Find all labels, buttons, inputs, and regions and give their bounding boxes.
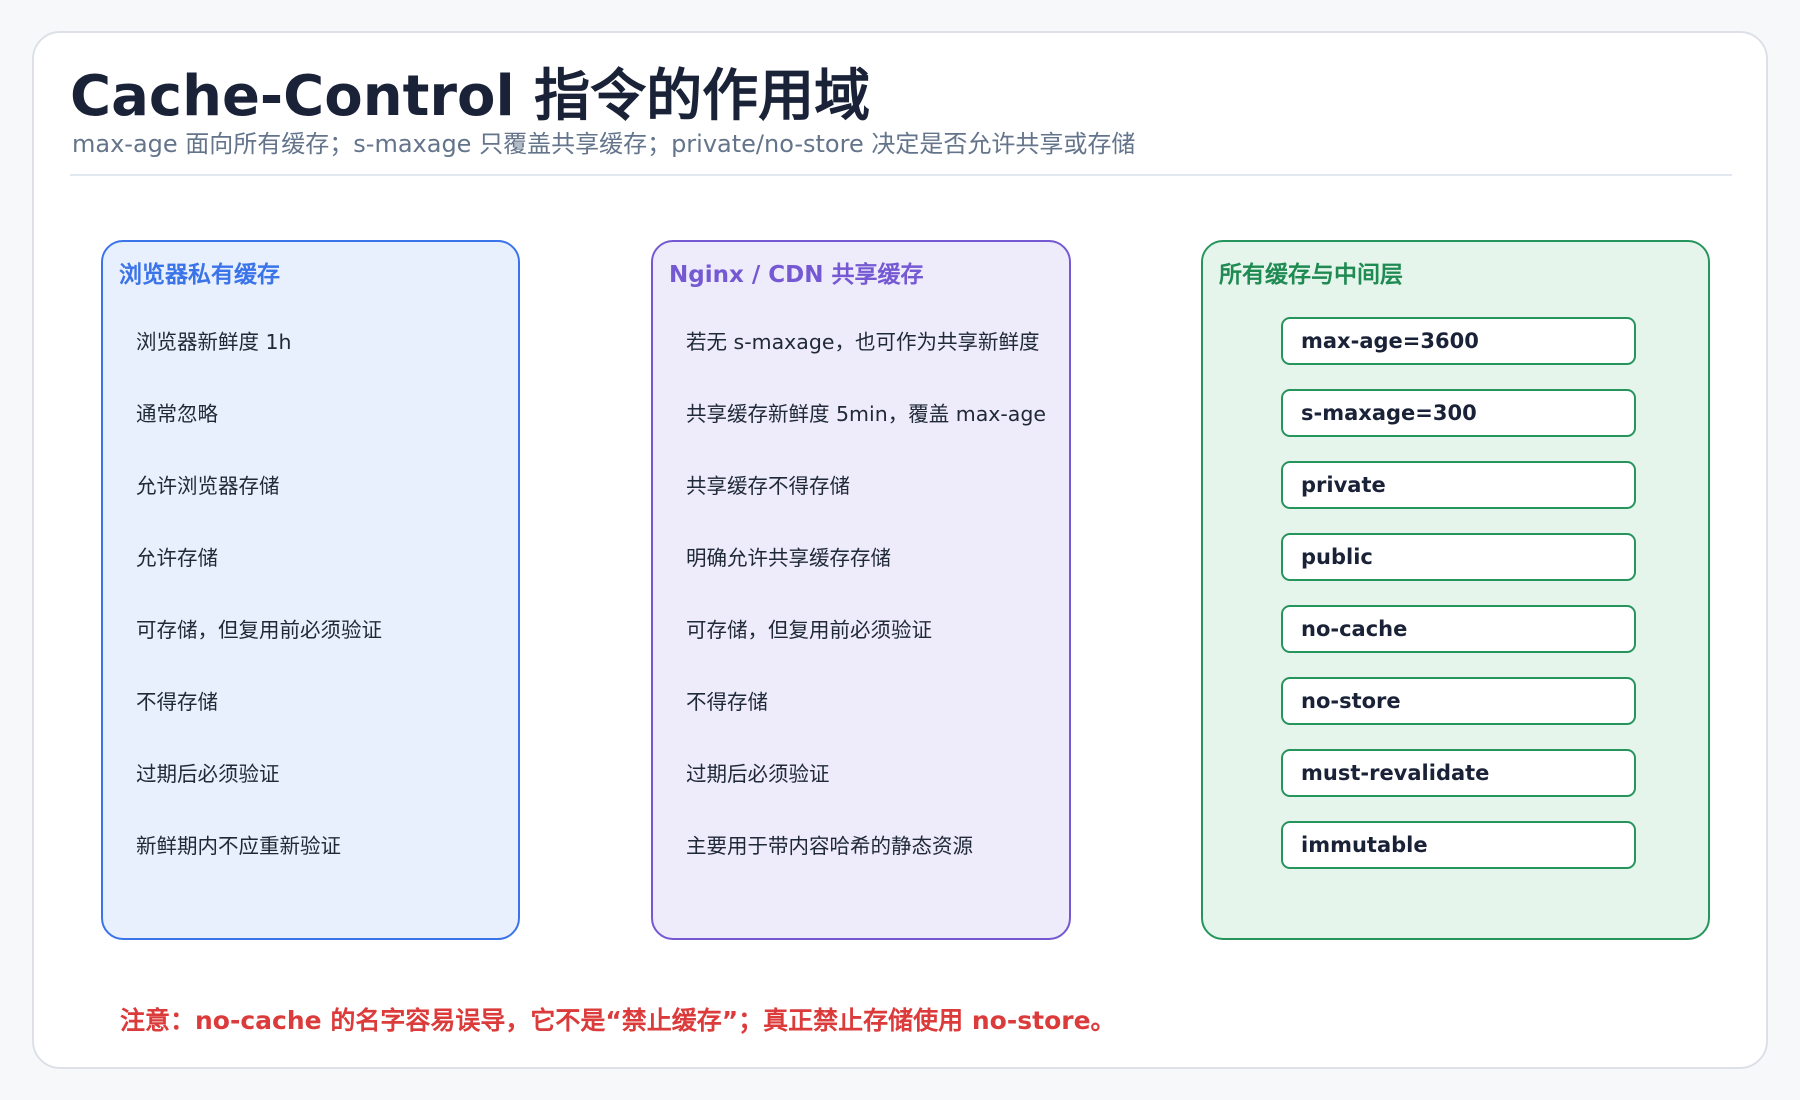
shared-row: 共享缓存不得存储 [686,474,850,498]
shared-row: 主要用于带内容哈希的静态资源 [686,834,973,858]
page-title: Cache-Control 指令的作用域 [70,64,871,129]
all-caches-panel: 所有缓存与中间层 max-age=3600 s-maxage=300 priva… [1201,240,1710,940]
directive-box: public [1281,533,1636,581]
browser-row: 浏览器新鲜度 1h [136,330,292,354]
browser-row: 允许存储 [136,546,218,570]
browser-row: 允许浏览器存储 [136,474,280,498]
browser-row: 过期后必须验证 [136,762,280,786]
shared-row: 过期后必须验证 [686,762,830,786]
directive-box: must-revalidate [1281,749,1636,797]
directive-box: no-cache [1281,605,1636,653]
directive-box: no-store [1281,677,1636,725]
shared-cache-title: Nginx / CDN 共享缓存 [669,262,924,288]
all-caches-title: 所有缓存与中间层 [1219,262,1403,288]
directive-box: immutable [1281,821,1636,869]
directive-box: max-age=3600 [1281,317,1636,365]
shared-row: 明确允许共享缓存存储 [686,546,891,570]
warning-note: 注意：no-cache 的名字容易误导，它不是“禁止缓存”；真正禁止存储使用 n… [120,1006,1116,1035]
browser-row: 不得存储 [136,690,218,714]
header-divider [70,174,1732,176]
shared-cache-panel: Nginx / CDN 共享缓存 若无 s-maxage，也可作为共享新鲜度 共… [651,240,1071,940]
shared-row: 共享缓存新鲜度 5min，覆盖 max-age [686,402,1046,426]
shared-row: 若无 s-maxage，也可作为共享新鲜度 [686,330,1040,354]
browser-row: 新鲜期内不应重新验证 [136,834,341,858]
page-subtitle: max-age 面向所有缓存；s-maxage 只覆盖共享缓存；private/… [72,130,1136,158]
directive-box: private [1281,461,1636,509]
browser-row: 可存储，但复用前必须验证 [136,618,382,642]
shared-row: 可存储，但复用前必须验证 [686,618,932,642]
browser-row: 通常忽略 [136,402,218,426]
directive-box: s-maxage=300 [1281,389,1636,437]
shared-row: 不得存储 [686,690,768,714]
browser-cache-title: 浏览器私有缓存 [119,262,280,288]
browser-cache-panel: 浏览器私有缓存 浏览器新鲜度 1h 通常忽略 允许浏览器存储 允许存储 可存储，… [101,240,520,940]
